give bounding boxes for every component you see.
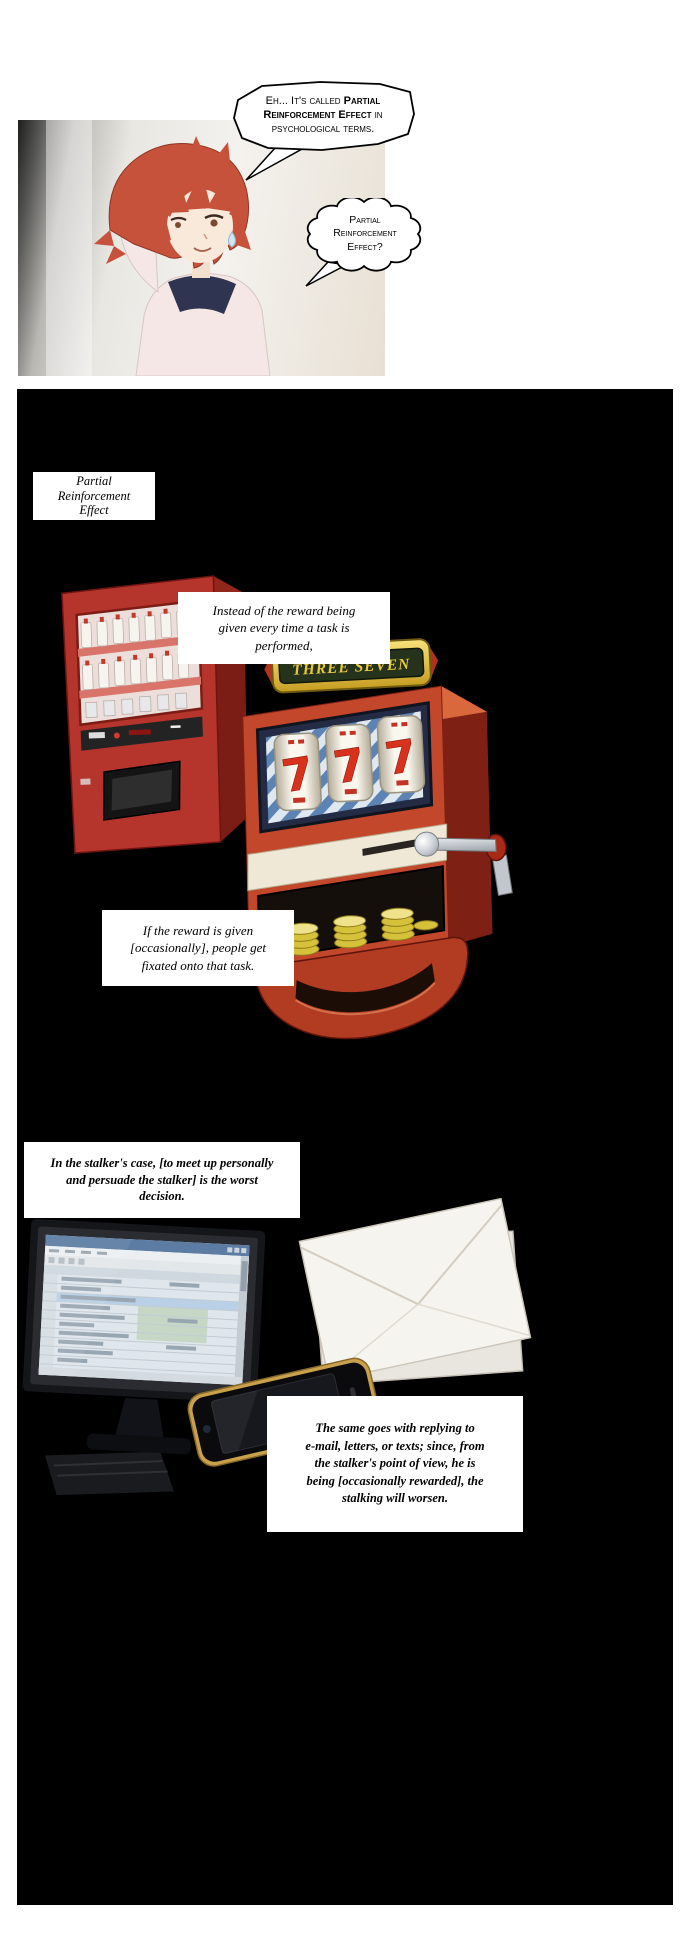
slot-machine-illustration: THREE SEVEN 7 7 (242, 638, 513, 1040)
keyboard-keys (53, 1460, 168, 1477)
monitor-screen (38, 1234, 250, 1386)
term-label-box: Partial Reinforcement Effect (33, 472, 155, 520)
window-light (46, 120, 92, 376)
bottles-row-2 (82, 649, 190, 690)
dispense-flap (111, 769, 173, 811)
coin-stacks (285, 907, 439, 956)
right-eye (210, 219, 218, 227)
screen-gridlines (39, 1282, 248, 1375)
speech-bubble-2-shape (305, 196, 422, 287)
button (113, 732, 120, 739)
hair-spike-3 (188, 136, 206, 158)
screen-statusbar (38, 1366, 243, 1386)
caption-reward-fixation: If the reward is given [occasionally], p… (102, 910, 294, 986)
screen-gloss (38, 1234, 132, 1377)
phone-gloss (210, 1390, 258, 1455)
loose-coin (413, 920, 439, 931)
screen-titlebar (45, 1234, 250, 1257)
hair-spike-4 (214, 142, 230, 162)
hair-spike-1 (94, 230, 114, 246)
reel-2: 7 (325, 723, 374, 803)
mid-ledge (247, 823, 448, 892)
bang-spike-3 (207, 176, 233, 212)
caption-reward-fixation-text: If the reward is given [occasionally], p… (129, 922, 267, 973)
screen-toolbar (44, 1254, 249, 1276)
bubble-1-tail (245, 146, 305, 181)
right-eye-lash (204, 214, 224, 220)
reel-3: 7 (376, 715, 426, 794)
sweat-drop (228, 231, 236, 248)
nose (203, 233, 208, 240)
screen-cell-text (57, 1276, 200, 1364)
bubble-1-post: in psychological terms. (271, 108, 383, 136)
side-tuft-left (156, 212, 171, 248)
monitor-base (86, 1433, 192, 1455)
speech-bubble-2: Partial Reinforcement Effect? (304, 196, 428, 294)
bubble-1-pre: Eh... It's called (265, 94, 344, 107)
coin-stack-3 (380, 907, 415, 941)
speech-bubble-1: Eh... It's called Partial Reinforcement … (228, 80, 418, 184)
scene-illustration (21, 1198, 532, 1497)
lever (414, 831, 513, 897)
side-tuft-right (234, 216, 251, 250)
tray-lip-highlight (295, 982, 436, 1016)
left-eye-lash (170, 216, 187, 221)
reel-1: 7 (273, 732, 322, 812)
caption-stalker-case-text: In the stalker's case, [to meet up perso… (50, 1155, 274, 1204)
screen-menubar (44, 1245, 250, 1266)
lever-knob (414, 831, 440, 857)
envelope-illustration (298, 1198, 532, 1386)
coin-slot-panel (128, 729, 151, 736)
bubble-1-body (233, 81, 415, 151)
shelf-2 (79, 676, 202, 699)
speech-bubble-2-text: Partial Reinforcement Effect? (333, 213, 397, 253)
panel-art (46, 120, 271, 376)
character-illustration (94, 136, 271, 376)
screen-scroll-thumb (240, 1261, 248, 1292)
left-eye (175, 222, 181, 228)
display-readout (88, 731, 105, 739)
monitor-illustration (21, 1217, 267, 1497)
mouth (193, 247, 212, 252)
vending-machine (61, 575, 248, 854)
coin-stack-2 (333, 915, 368, 949)
sticker (80, 778, 91, 785)
caption-stalker-case: In the stalker's case, [to meet up perso… (24, 1142, 300, 1218)
character-collar (168, 275, 236, 314)
screen-index-column (38, 1273, 58, 1376)
caption-reward-intro-text: Instead of the reward being given every … (212, 602, 356, 653)
bang-spike-2 (183, 170, 211, 210)
reels: 7 7 7 (273, 715, 426, 812)
speech-bubble-1-shape (233, 81, 415, 181)
cans-row-3 (85, 692, 188, 718)
hair-spike-2 (106, 246, 126, 264)
bang-spike-1 (165, 172, 189, 213)
payout-tray (295, 963, 435, 1013)
caption-reward-intro: Instead of the reward being given every … (178, 592, 390, 664)
character-shirt (135, 271, 271, 376)
screen-header-row (43, 1264, 249, 1285)
speech-bubble-1-text: Eh... It's called Partial Reinforcement … (244, 86, 402, 144)
caption-stalker-reply: The same goes with replying to e-mail, l… (267, 1396, 523, 1532)
vending-machine-illustration (61, 575, 248, 854)
character-bangs (164, 167, 247, 217)
slot-machine: THREE SEVEN 7 7 (242, 638, 513, 1040)
monitor-stand (115, 1397, 164, 1438)
bang-spike-4 (229, 190, 245, 222)
term-label-text: Partial Reinforcement Effect (57, 473, 131, 518)
bubble-2-body (306, 196, 422, 272)
envelope-front (298, 1198, 532, 1382)
phone-home-button (202, 1424, 211, 1433)
envelope-flap-crease (300, 1203, 503, 1306)
caption-stalker-reply-text: The same goes with replying to e-mail, l… (305, 1421, 485, 1506)
slot-side (441, 686, 493, 947)
bubble-1-emphasis: Partial Reinforcement Effect (263, 94, 381, 121)
slot-base (248, 936, 469, 1040)
shelf-1 (77, 634, 200, 657)
coin-slot (170, 725, 181, 729)
